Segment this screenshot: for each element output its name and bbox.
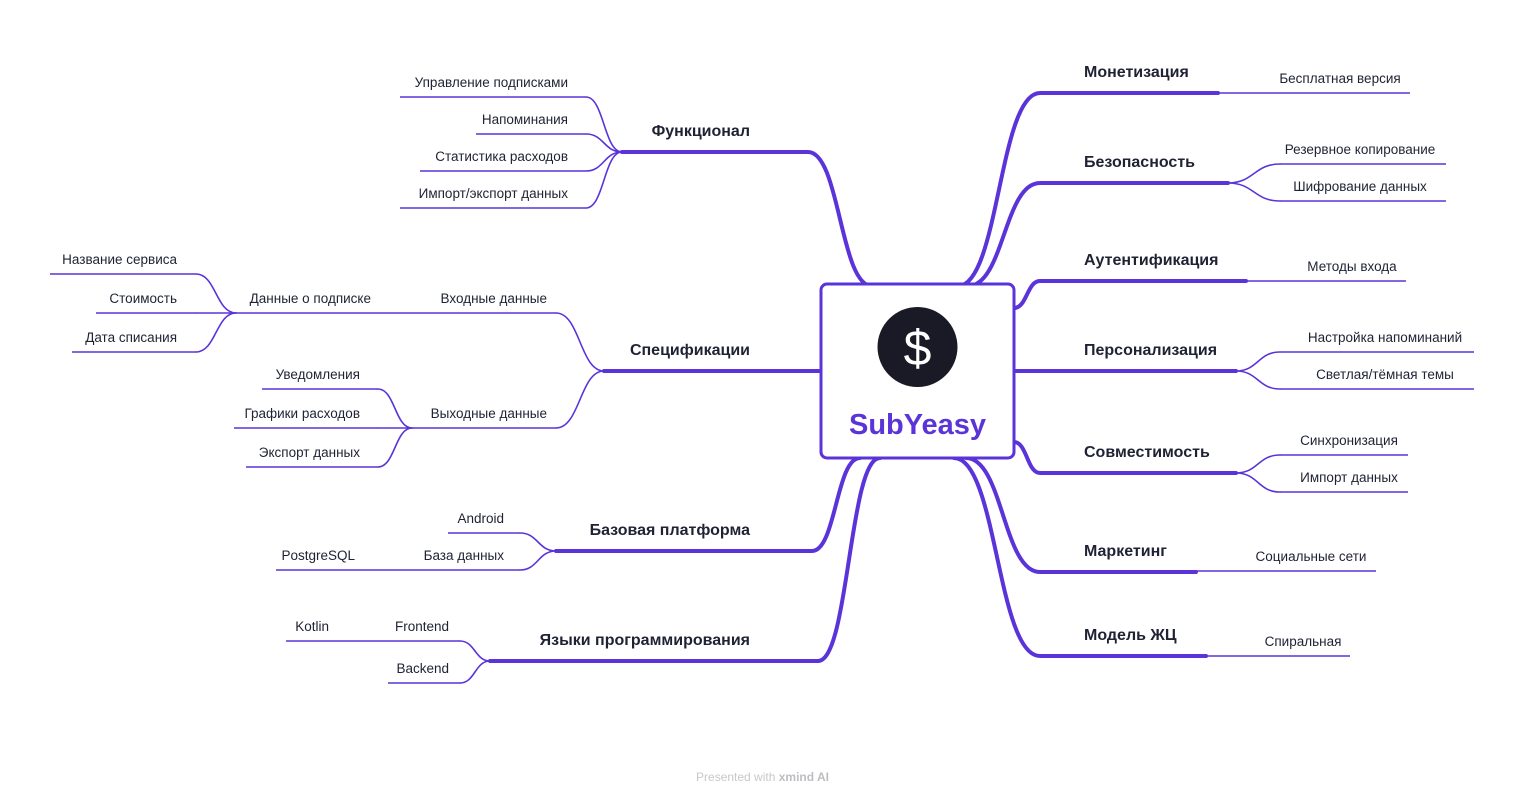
connector-left-3 (488, 456, 882, 663)
connector-left-1-1-0 (377, 388, 413, 429)
subtopic-right-2-0[interactable]: Методы входа (1307, 259, 1397, 274)
subtopic-left-1-0-0[interactable]: Данные о подписке (250, 291, 371, 306)
connector-left-3-0 (459, 640, 491, 662)
connector-left-0-1 (585, 133, 623, 153)
topic-right-2[interactable]: Аутентификация (1084, 252, 1218, 269)
subtopic-right-1-0[interactable]: Резервное копирование (1285, 142, 1436, 157)
subtopic-right-1-1[interactable]: Шифрование данных (1293, 179, 1427, 194)
leaf-left-1-0-0-1[interactable]: Стоимость (109, 291, 177, 306)
leaf-left-1-1-0[interactable]: Уведомления (276, 367, 360, 382)
leaf-left-1-1-1[interactable]: Графики расходов (244, 406, 360, 421)
connector-right-3-0 (1235, 351, 1281, 372)
subtopic-left-3-0[interactable]: Frontend (395, 619, 449, 634)
topic-right-1[interactable]: Безопасность (1084, 154, 1195, 171)
footer-prefix: Presented with (696, 770, 776, 784)
topic-left-2[interactable]: Базовая платформа (590, 522, 751, 539)
subtopic-right-6-0[interactable]: Спиральная (1265, 634, 1342, 649)
topic-left-3[interactable]: Языки программирования (540, 632, 750, 649)
connector-left-1-0-0-0 (195, 273, 237, 314)
topic-right-0[interactable]: Монетизация (1084, 64, 1189, 81)
dollar-icon: $ (877, 307, 958, 387)
subtopic-left-1-0[interactable]: Входные данные (441, 291, 547, 306)
footer-credit: Presented with xmind AI (0, 770, 1525, 784)
connector-left-3-1 (459, 660, 491, 684)
footer-brand: xmind AI (778, 770, 829, 784)
connector-right-6 (952, 456, 1208, 658)
connector-right-4-0 (1235, 454, 1281, 474)
subtopic-left-0-1[interactable]: Напоминания (482, 112, 568, 127)
connector-left-2 (554, 456, 862, 553)
subtopic-right-3-0[interactable]: Настройка напоминаний (1308, 330, 1462, 345)
leaf-left-1-0-0-0[interactable]: Название сервиса (62, 252, 177, 267)
connector-right-4-1 (1235, 472, 1281, 493)
subtopic-left-2-1[interactable]: База данных (424, 548, 505, 563)
connector-left-1-0-0-2 (195, 312, 237, 353)
connector-right-4 (1012, 440, 1238, 475)
connector-lines (50, 91, 1474, 684)
node-labels: Монетизация Бесплатная версияБезопасность… (62, 64, 1462, 676)
subtopic-right-0-0[interactable]: Бесплатная версия (1279, 71, 1400, 86)
subtopic-right-4-0[interactable]: Синхронизация (1300, 433, 1398, 448)
leaf-left-1-0-0-2[interactable]: Дата списания (85, 330, 177, 345)
connector-left-0 (620, 150, 874, 288)
connector-right-0 (956, 91, 1220, 288)
subtopic-right-4-1[interactable]: Импорт данных (1300, 470, 1398, 485)
central-node[interactable]: $ SubYeasy (819, 282, 1016, 460)
leaf-left-1-1-2[interactable]: Экспорт данных (259, 445, 360, 460)
topic-right-3[interactable]: Персонализация (1084, 342, 1217, 359)
topic-left-0[interactable]: Функционал (652, 123, 750, 140)
subtopic-left-3-1[interactable]: Backend (396, 661, 449, 676)
dollar-icon-circle (877, 307, 958, 387)
dollar-icon-glyph: $ (904, 320, 932, 376)
subtopic-left-0-2[interactable]: Статистика расходов (435, 149, 568, 164)
connector-right-1-1 (1227, 182, 1281, 202)
subtopic-left-0-3[interactable]: Импорт/экспорт данных (419, 186, 569, 201)
subtopic-right-3-1[interactable]: Светлая/тёмная темы (1316, 367, 1454, 382)
topic-right-5[interactable]: Маркетинг (1084, 543, 1167, 560)
leaf-left-2-1-0[interactable]: PostgreSQL (281, 548, 355, 563)
connector-right-1 (966, 181, 1230, 288)
subtopic-left-2-0[interactable]: Android (457, 511, 504, 526)
connector-left-2-0 (519, 532, 557, 552)
connector-right-1-0 (1227, 163, 1281, 184)
connector-left-0-3 (585, 151, 623, 209)
connector-right-2 (1012, 279, 1248, 310)
connector-left-0-0 (585, 96, 623, 153)
leaf-left-3-0-0[interactable]: Kotlin (295, 619, 329, 634)
connector-left-1-1 (555, 370, 605, 429)
subtopic-left-0-0[interactable]: Управление подписками (415, 75, 568, 90)
central-title: SubYeasy (849, 409, 986, 441)
connector-right-3-1 (1235, 370, 1281, 390)
topic-right-6[interactable]: Модель ЖЦ (1084, 627, 1177, 644)
topic-right-4[interactable]: Совместимость (1084, 444, 1210, 461)
subtopic-right-5-0[interactable]: Социальные сети (1256, 549, 1367, 564)
connector-left-2-1 (519, 550, 557, 571)
connector-left-1-0 (555, 312, 605, 372)
topic-left-1[interactable]: Спецификации (630, 342, 750, 359)
connector-left-1-1-2 (377, 427, 413, 468)
subtopic-left-1-1[interactable]: Выходные данные (431, 406, 547, 421)
connector-right-5 (964, 456, 1198, 574)
